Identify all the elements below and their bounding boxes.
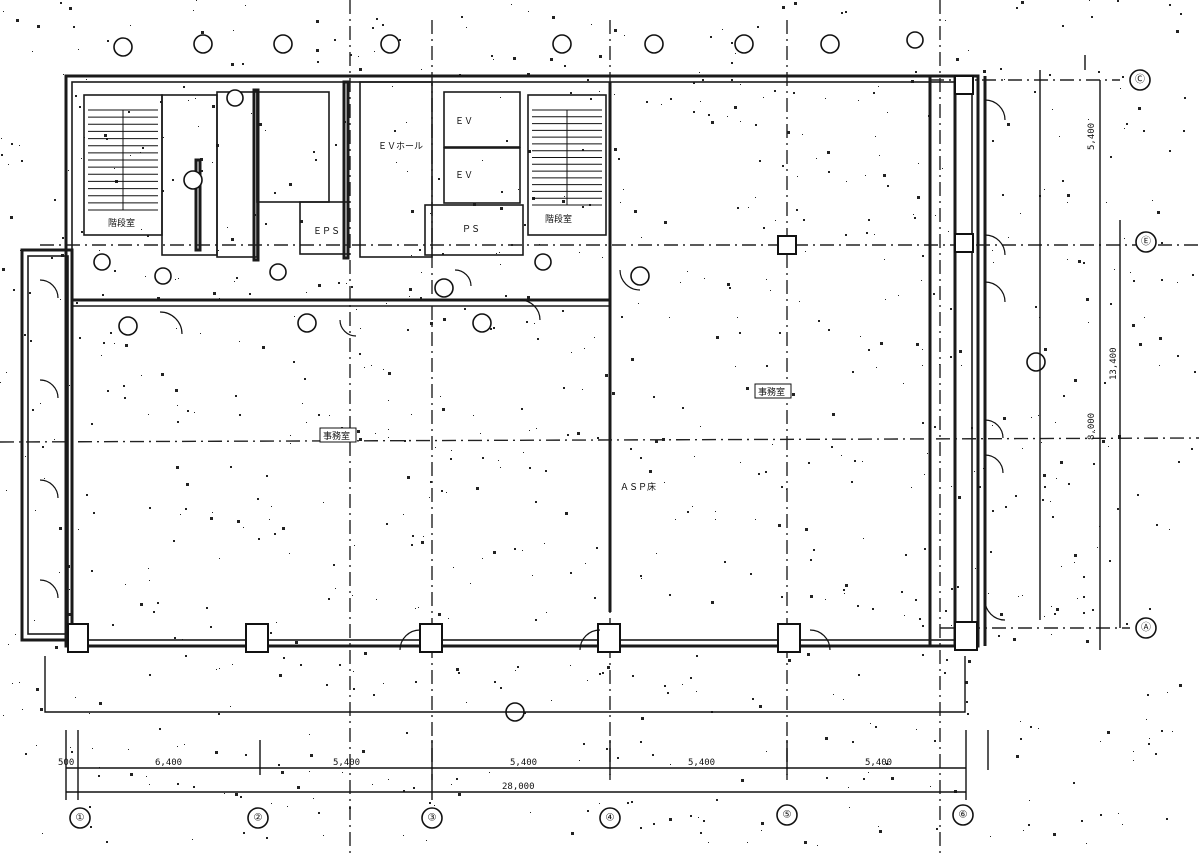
room-label-ev2: ＥＶ (455, 171, 473, 181)
room-label-eps: ＥＰＳ (313, 227, 340, 237)
dim-bay-1: 6,400 (155, 758, 182, 768)
grid-col-4: ④ (606, 813, 615, 824)
grid-col-2: ② (254, 813, 263, 824)
room-label-stair-right: 階段室 (545, 213, 572, 225)
dim-left-offset: 500 (58, 758, 74, 768)
room-labels: 事務室 事務室 ＡＳＰ床 ＥＶホール ＥＶ ＥＶ ＰＳ 階段室 階段室 ＥＰＳ (108, 117, 792, 493)
grid-col-3: ③ (428, 813, 437, 824)
grid-row-e: Ⓔ (1141, 236, 1151, 248)
grid-row-c: Ⓒ (1135, 74, 1145, 86)
grid-col-6: ⑥ (959, 810, 968, 821)
room-label-office-left: 事務室 (323, 430, 350, 442)
dim-bay-5: 5,400 (865, 758, 892, 768)
grid-row-a: Ⓐ (1141, 622, 1151, 634)
grid-col-1: ① (76, 813, 85, 824)
dim-right-upper: 5,400 (1087, 123, 1097, 150)
room-label-office-right: 事務室 (758, 386, 785, 398)
dim-total: 28,000 (502, 782, 535, 792)
service-core (72, 80, 612, 612)
columns (67, 75, 978, 653)
room-annotation-floor: ＡＳＰ床 (620, 481, 656, 493)
grid-column-bubbles: ① ② ③ ④ ⑤ ⑥ (69, 804, 974, 829)
dim-right-lower: 8,000 (1087, 413, 1097, 440)
grid-col-5: ⑤ (783, 810, 792, 821)
dim-bay-2: 5,400 (333, 758, 360, 768)
stairs-left (88, 109, 158, 211)
room-label-stair-left: 階段室 (108, 217, 135, 229)
doors (39, 99, 1006, 651)
building-outline (20, 74, 987, 648)
dimension-texts: 500 6,400 5,400 5,400 5,400 5,400 28,000… (58, 123, 1119, 792)
dim-bay-4: 5,400 (688, 758, 715, 768)
room-label-ps: ＰＳ (462, 225, 480, 235)
dim-bay-3: 5,400 (510, 758, 537, 768)
stairs-right (532, 109, 602, 206)
equipment-markers (93, 31, 1046, 722)
room-label-hall: ＥＶホール (378, 141, 423, 152)
grid-row-bubbles: Ⓐ Ⓔ Ⓒ (1129, 69, 1157, 639)
dim-right-total: 13,400 (1109, 347, 1119, 380)
dimension-lines (44, 55, 1121, 800)
room-label-ev1: ＥＶ (455, 117, 473, 127)
